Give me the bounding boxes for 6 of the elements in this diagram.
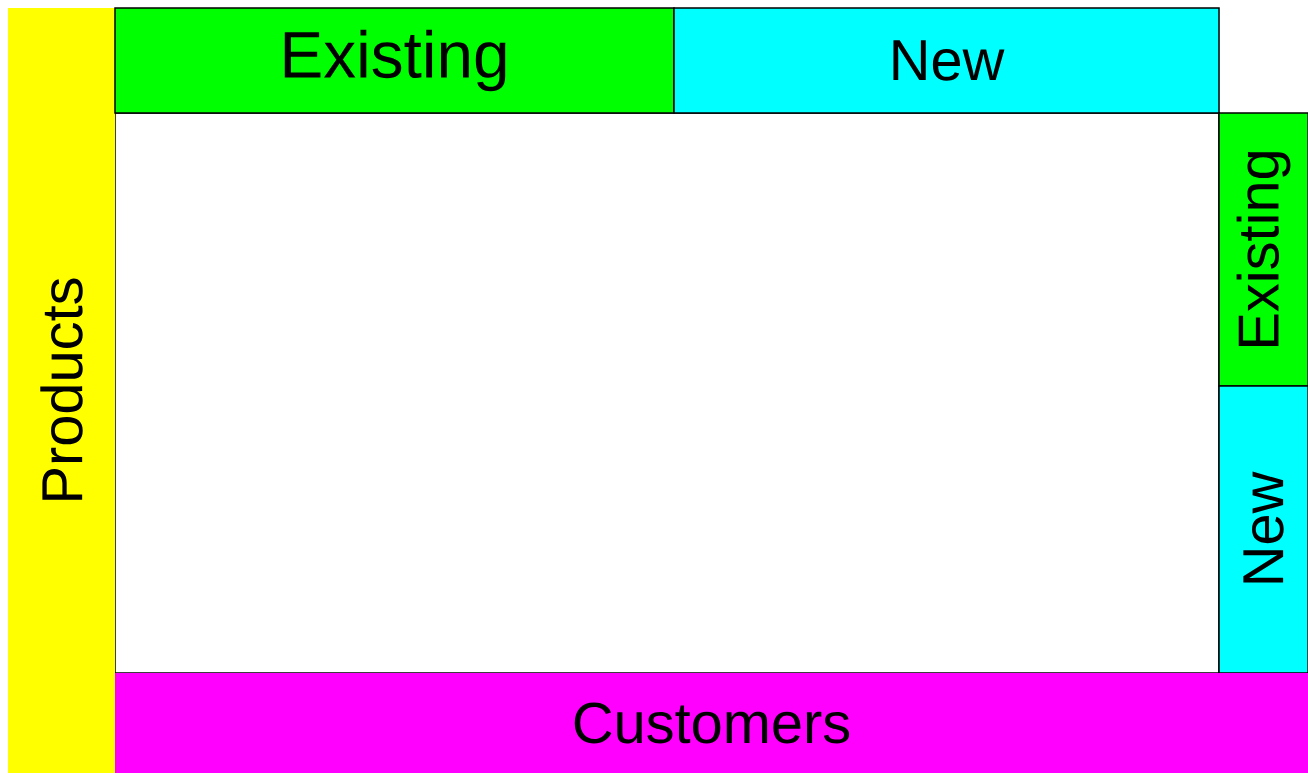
column-header: New <box>673 7 1220 114</box>
axis-band: Products <box>8 8 115 773</box>
axis-band: Customers <box>115 673 1308 773</box>
column-header: Existing <box>114 7 675 114</box>
row-header: Existing <box>1218 112 1308 387</box>
row-header: New <box>1218 385 1308 674</box>
